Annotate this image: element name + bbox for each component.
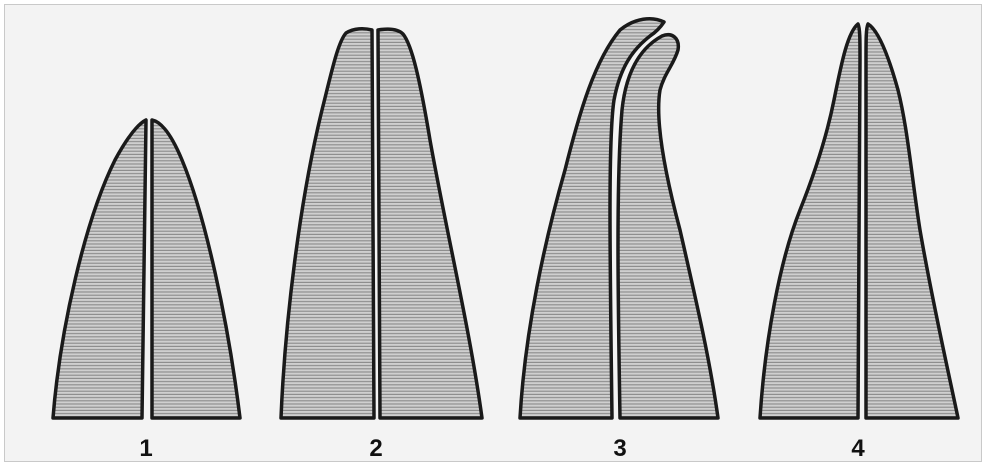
panel-2-left-half — [281, 29, 374, 418]
panel-label-4: 4 — [838, 437, 878, 461]
panel-label-2: 2 — [356, 437, 396, 461]
panel-4-left-half — [760, 24, 860, 418]
panel-2-right-half — [378, 29, 482, 418]
panel-1-right-half — [152, 120, 240, 418]
panel-label-3: 3 — [600, 437, 640, 461]
panel-2-shape — [281, 29, 482, 418]
panel-3-right-half — [618, 35, 718, 418]
panel-1-left-half — [53, 120, 146, 418]
panel-1-shape — [53, 120, 240, 418]
panel-3-shape — [520, 19, 718, 418]
panel-4-shape — [760, 24, 958, 418]
panel-label-1: 1 — [126, 437, 166, 461]
panel-4-right-half — [866, 24, 958, 418]
